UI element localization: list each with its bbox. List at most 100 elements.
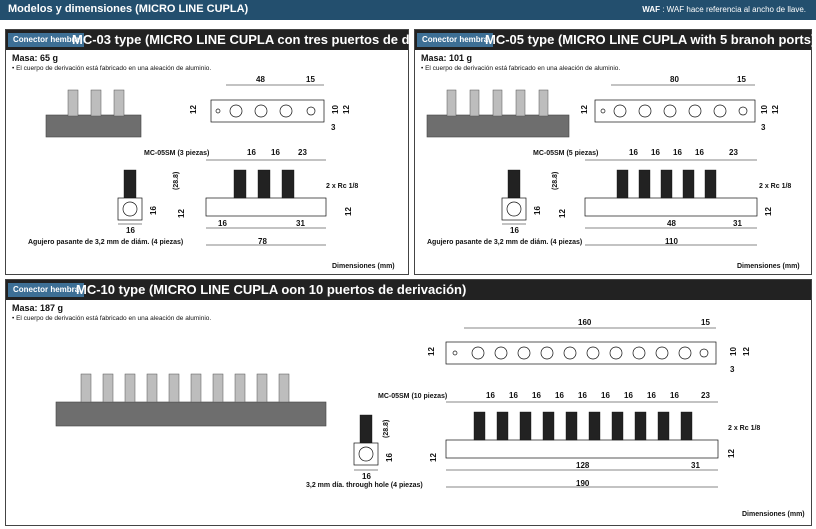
- dim-16i: 16: [670, 391, 679, 400]
- top-view: [210, 84, 325, 123]
- drawing-mc10: 160 15 12 10 12 3 MC-05SM (10 piezas) 16…: [55, 318, 805, 518]
- dim-16a: 16: [247, 148, 256, 157]
- dim-16-end: 16: [510, 226, 519, 235]
- end-view: [117, 169, 143, 225]
- dim-23: 23: [729, 148, 738, 157]
- panel-title: MC-03 type (MICRO LINE CUPLA con tres pu…: [72, 32, 471, 47]
- rc-label: 2 x Rc 1/8: [728, 425, 760, 432]
- dim-16-end: 16: [362, 472, 371, 481]
- dim-48: 48: [256, 75, 265, 84]
- dim-31: 31: [691, 461, 700, 470]
- dim-16f: 16: [601, 391, 610, 400]
- dim-12-left: 12: [189, 105, 198, 114]
- dim-16a: 16: [629, 148, 638, 157]
- mass-label: Masa: 65 g: [12, 53, 59, 63]
- dim-16-end-h: 16: [149, 206, 158, 215]
- dim-12-right: 12: [771, 105, 780, 114]
- waf-note: WAF : WAF hace referencia al ancho de ll…: [642, 5, 806, 14]
- dim-3: 3: [761, 123, 766, 132]
- dim-31: 31: [733, 219, 742, 228]
- dim-16-end-h: 16: [385, 453, 394, 462]
- waf-text: : WAF hace referencia al ancho de llave.: [660, 5, 806, 14]
- section-title: Modelos y dimensiones (MICRO LINE CUPLA): [8, 3, 249, 15]
- dim-28-8: (28.8): [552, 172, 559, 190]
- end-view: [501, 169, 527, 225]
- dim-15: 15: [306, 75, 315, 84]
- dim-128: 128: [576, 461, 590, 470]
- panel-header: Conector hembra MC-05 type (MICRO LINE C…: [415, 30, 815, 50]
- hole-label: Agujero pasante de 3,2 mm de diám. (4 pi…: [28, 239, 183, 246]
- waf-key: WAF: [642, 5, 660, 14]
- dim-16d: 16: [555, 391, 564, 400]
- panel-title: MC-10 type (MICRO LINE CUPLA oon 10 puer…: [76, 282, 467, 297]
- units-label: Dimensiones (mm): [742, 511, 805, 518]
- dim-78: 78: [258, 237, 267, 246]
- dim-12-left: 12: [580, 105, 589, 114]
- dim-31: 31: [296, 219, 305, 228]
- dim-12-side: 12: [429, 453, 438, 462]
- dim-16b: 16: [509, 391, 518, 400]
- rc-label: 2 x Rc 1/8: [759, 183, 791, 190]
- dim-16h: 16: [647, 391, 656, 400]
- dim-16b: 16: [271, 148, 280, 157]
- panel-mc03: Conector hembra MC-03 type (MICRO LINE C…: [5, 29, 471, 275]
- dim-15: 15: [701, 318, 710, 327]
- side-view: [584, 159, 758, 217]
- panel-header: Conector hembra MC-10 type (MICRO LINE C…: [6, 280, 811, 300]
- connector-badge: Conector hembra: [8, 33, 85, 47]
- dim-12-side-right: 12: [344, 207, 353, 216]
- side-view: [445, 401, 719, 459]
- material-note: • El cuerpo de derivación está fabricado…: [421, 65, 621, 72]
- connector-badge: Conector hembra: [8, 283, 85, 297]
- top-view: [445, 327, 717, 365]
- material-note: • El cuerpo de derivación está fabricado…: [12, 65, 212, 72]
- socket-label: MC-05SM (3 piezas): [144, 150, 209, 157]
- panel-title: MC-05 type (MICRO LINE CUPLA with 5 bran…: [485, 32, 816, 47]
- dim-12-side: 12: [558, 209, 567, 218]
- dim-16b: 16: [651, 148, 660, 157]
- drawing-mc05: 80 15 12 10 12 3 MC-05SM (5 piezas) 16 1…: [426, 75, 800, 270]
- dim-23: 23: [298, 148, 307, 157]
- socket-label: MC-05SM (5 piezas): [533, 150, 598, 157]
- dim-15: 15: [737, 75, 746, 84]
- dim-16g: 16: [624, 391, 633, 400]
- dim-16-end-h: 16: [533, 206, 542, 215]
- panel-mc10: Conector hembra MC-10 type (MICRO LINE C…: [5, 279, 812, 526]
- product-image: [45, 89, 142, 138]
- dim-16c: 16: [673, 148, 682, 157]
- rc-label: 2 x Rc 1/8: [326, 183, 358, 190]
- end-view: [353, 414, 379, 471]
- dim-12-right: 12: [342, 105, 351, 114]
- units-label: Dimensiones (mm): [332, 263, 395, 270]
- mass-label: Masa: 101 g: [421, 53, 473, 63]
- dim-16d: 16: [695, 148, 704, 157]
- dim-12-side: 12: [177, 209, 186, 218]
- material-note: • El cuerpo de derivación está fabricado…: [12, 315, 212, 322]
- product-image: [55, 373, 327, 427]
- dim-12-left: 12: [427, 347, 436, 356]
- dim-12-side-right: 12: [727, 449, 736, 458]
- dim-12-side-right: 12: [764, 207, 773, 216]
- dim-10: 10: [331, 105, 340, 114]
- product-image: [426, 89, 570, 138]
- dim-16e: 16: [578, 391, 587, 400]
- panel-mc05: Conector hembra MC-05 type (MICRO LINE C…: [414, 29, 815, 275]
- hole-label: 3,2 mm día. through hole (4 piezas): [306, 482, 423, 489]
- dim-3: 3: [730, 365, 735, 374]
- panel-header: Conector hembra MC-03 type (MICRO LINE C…: [6, 30, 471, 50]
- top-view: [594, 84, 756, 123]
- drawing-mc03: 48 15 12 10 12 3 MC-05SM (3 piezas) 16 1…: [28, 75, 395, 270]
- dim-48: 48: [667, 219, 676, 228]
- dim-28-8: (28.8): [173, 172, 180, 190]
- dim-28-8: (28.8): [383, 420, 390, 438]
- hole-label: Agujero pasante de 3,2 mm de diám. (4 pi…: [427, 239, 582, 246]
- dim-10: 10: [760, 105, 769, 114]
- dim-110: 110: [665, 237, 678, 246]
- dim-3: 3: [331, 123, 336, 132]
- connector-badge: Conector hembra: [417, 33, 494, 47]
- dim-16-base: 16: [218, 219, 227, 228]
- dim-16c: 16: [532, 391, 541, 400]
- dim-16-end: 16: [126, 226, 135, 235]
- section-header: Modelos y dimensiones (MICRO LINE CUPLA)…: [0, 0, 816, 20]
- side-view: [205, 159, 327, 217]
